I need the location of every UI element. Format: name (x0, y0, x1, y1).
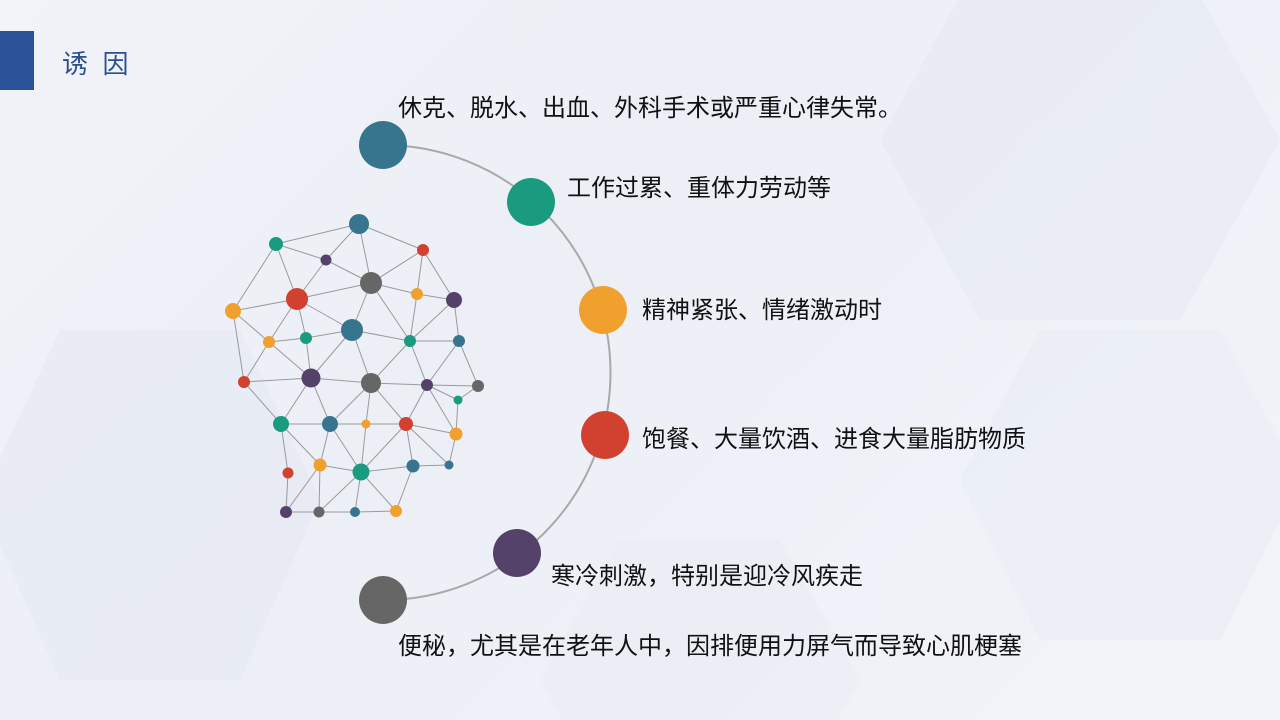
title-accent-bar (0, 31, 34, 90)
cause-label-cold: 寒冷刺激，特别是迎冷风疾走 (551, 564, 863, 590)
cause-label-stress: 精神紧张、情绪激动时 (642, 298, 882, 324)
timeline-arc (382, 144, 612, 601)
timeline-dot-6 (359, 576, 407, 624)
page-title: 诱 因 (62, 50, 133, 79)
timeline-dot-4 (581, 411, 629, 459)
cause-label-overeating: 饱餐、大量饮酒、进食大量脂肪物质 (642, 427, 1026, 453)
timeline-dot-3 (579, 286, 627, 334)
cause-label-constipation: 便秘，尤其是在老年人中，因排便用力屏气而导致心肌梗塞 (398, 634, 1022, 660)
timeline-dot-2 (507, 178, 555, 226)
timeline-dot-5 (493, 529, 541, 577)
cause-label-shock: 休克、脱水、出血、外科手术或严重心律失常。 (398, 96, 902, 122)
head-network-icon (225, 214, 484, 518)
cause-label-overwork: 工作过累、重体力劳动等 (567, 176, 831, 202)
timeline-dot-1 (359, 121, 407, 169)
